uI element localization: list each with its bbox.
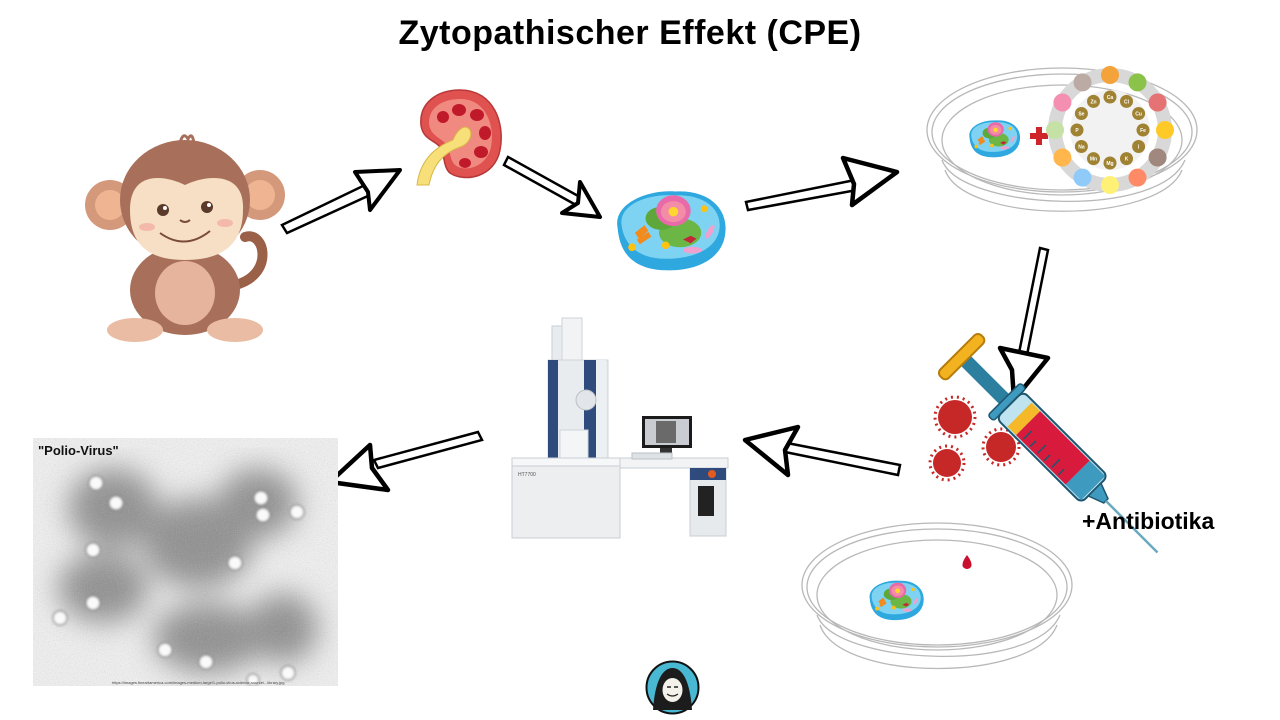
microscope-model: HT7700: [518, 472, 536, 478]
nutrient-element-label: Na: [1078, 145, 1085, 151]
food-icon: [1128, 168, 1147, 187]
nutrient-element-label: Cu: [1135, 112, 1142, 118]
image-source-url[interactable]: https://images.fineartamerica.com/images…: [112, 680, 285, 685]
food-icon: [1128, 73, 1147, 92]
nutrient-element-badge: [1120, 94, 1133, 108]
dish-cell: [969, 120, 1021, 158]
nutrient-element-label: Se: [1078, 112, 1084, 118]
food-icon: [1053, 148, 1072, 167]
kidney-icon: [416, 89, 502, 186]
page-title: Zytopathischer Effekt (CPE): [398, 14, 862, 52]
nutrient-element-label: Mg: [1106, 161, 1113, 167]
polio-virus-label: "Polio-Virus": [38, 443, 119, 458]
arrow-monkey-to-kidney: [280, 168, 402, 235]
food-icon: [1053, 93, 1072, 112]
food-icon: [1156, 121, 1174, 139]
arrow-kidney-to-cell: [502, 155, 602, 219]
nutrient-element-badge: [1087, 152, 1100, 166]
food-icon: [1073, 168, 1092, 187]
syringe-icon: [937, 332, 1159, 554]
nutrient-element-badge: [1074, 140, 1088, 153]
nutrient-element-label: Cl: [1124, 99, 1130, 105]
food-icon: [1101, 66, 1119, 84]
electron-microscope-icon: HT7700: [511, 317, 729, 539]
nutrient-element-badge: [1132, 140, 1146, 153]
nutrient-element-badge: [1074, 107, 1088, 120]
food-icon: [1101, 176, 1119, 194]
nutrient-element-badge: [1103, 90, 1117, 104]
nutrient-element-label: Fe: [1140, 128, 1146, 134]
nutrient-element-label: P: [1075, 128, 1079, 134]
nutrient-element-badge: [1136, 123, 1150, 137]
antibiotic-label: +Antibiotika: [1082, 508, 1215, 534]
virus-particles: [52, 475, 305, 686]
nutrient-element-badge: [1070, 123, 1084, 137]
nutrient-element-label: Mn: [1090, 157, 1097, 163]
dish-cell: [869, 580, 924, 621]
virus-icon: [928, 444, 966, 482]
plus-icon: [1030, 127, 1048, 145]
food-icon: [1073, 73, 1092, 92]
anonymous-avatar-icon: [645, 660, 700, 715]
virus-icon: [933, 395, 977, 439]
virus-icon: [981, 427, 1021, 467]
nutrient-element-badge: [1132, 107, 1146, 120]
nutrient-element-badge: [1120, 152, 1133, 166]
petri-dish-icon: [801, 522, 1073, 670]
monkey-icon: [85, 134, 285, 342]
arrow-cell-to-dish: [744, 155, 900, 212]
blood-drop-icon: [962, 555, 972, 569]
animal-cell-icon: [617, 191, 726, 271]
food-icon: [1148, 93, 1167, 112]
nutrient-element-label: Ca: [1107, 95, 1114, 101]
nutrient-element-label: Zn: [1090, 99, 1096, 105]
nutrient-element-label: I: [1138, 145, 1140, 151]
food-icon: [1046, 121, 1064, 139]
nutrient-element-badge: [1103, 156, 1117, 170]
nutrient-element-badge: [1087, 94, 1100, 108]
arrow-microscope-to-result: [327, 430, 484, 493]
food-icon: [1148, 148, 1167, 167]
arrow-infection-to-microscope: [742, 424, 902, 478]
nutrient-element-label: K: [1125, 157, 1129, 163]
electron-micrograph-image: [33, 438, 338, 686]
virus-cluster: [928, 395, 1021, 482]
